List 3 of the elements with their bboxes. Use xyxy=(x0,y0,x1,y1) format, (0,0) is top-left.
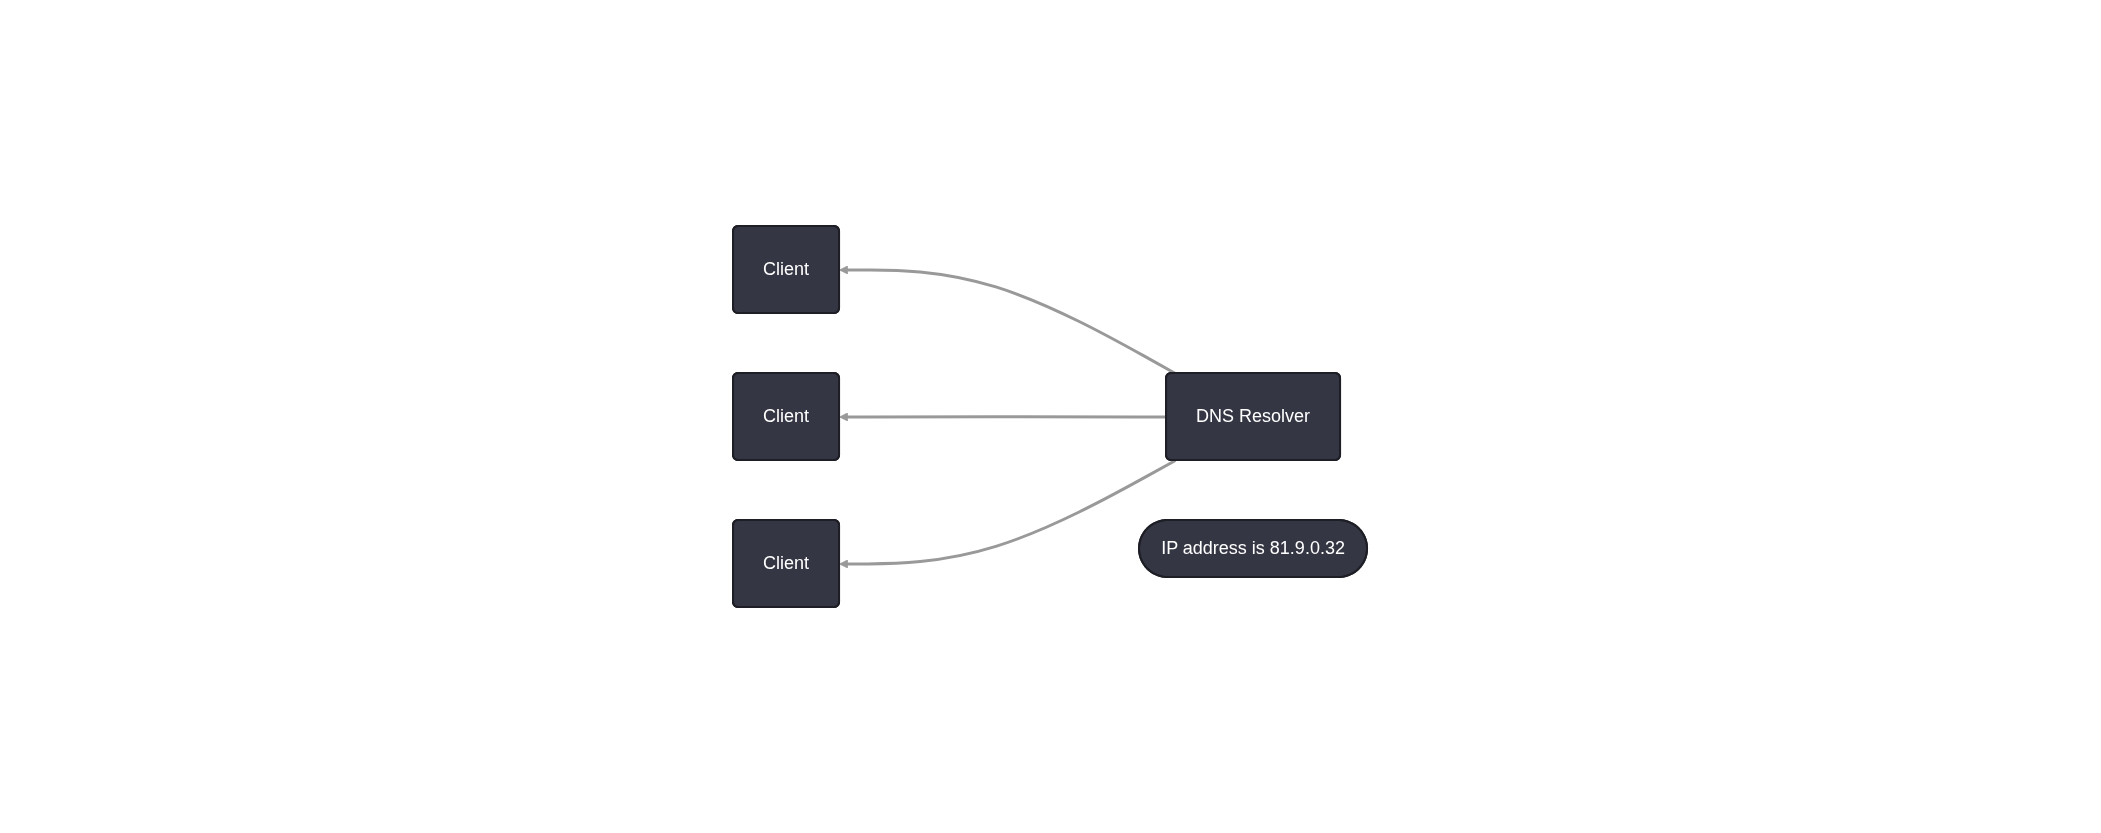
arrow xyxy=(839,459,1177,569)
arrow xyxy=(839,265,1177,375)
arrow xyxy=(839,412,1167,422)
